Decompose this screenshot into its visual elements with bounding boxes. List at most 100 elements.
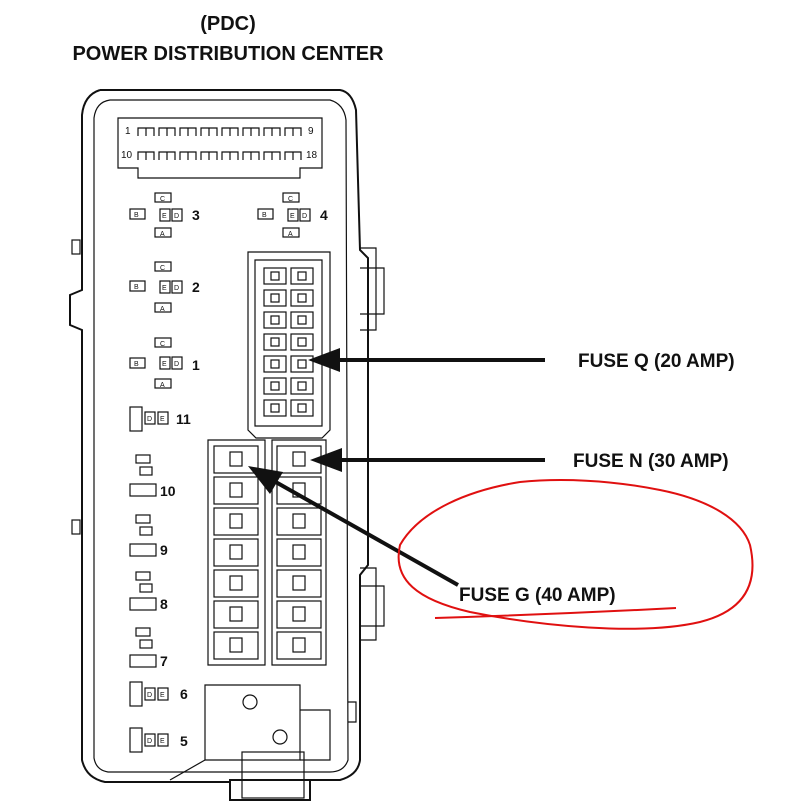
relay-3: C B E D A 3 [129,192,200,238]
cartridge-fuse [229,482,243,498]
relay-number: 5 [180,733,188,749]
fuse-n-arrow [310,448,545,472]
cartridge-fuse-slot [213,445,259,474]
relay-pin-label: D [147,738,152,745]
relay-number: 2 [192,279,200,295]
relay-pin-label: A [160,306,165,313]
cartridge-fuse-slot [213,631,259,660]
cartridge-fuse [229,606,243,622]
mini-fuse [270,271,280,281]
relay-number: 8 [160,596,168,612]
relay-7: 7 [129,627,168,669]
cartridge-fuse [292,637,306,653]
relay-pin-label: E [290,213,295,220]
mini-fuse-slot [290,333,314,351]
cartridge-fuse [292,544,306,560]
mini-fuse-slot [290,289,314,307]
relay-2: C B E D A 2 [129,261,200,313]
mini-fuse-block [247,251,331,439]
mini-fuse-slot [290,377,314,395]
relay-number: 10 [160,483,176,499]
mini-fuse-slot [290,267,314,285]
mini-fuse-slot [263,289,287,307]
mini-fuse [297,359,307,369]
mini-fuse-slot [290,311,314,329]
cartridge-fuse [229,544,243,560]
relay-number: 3 [192,207,200,223]
relay-pin-label: D [174,285,179,292]
relay-number: 7 [160,653,168,669]
cartridge-fuse-slot [276,569,322,598]
mini-fuse-slot [290,399,314,417]
mini-fuse [297,293,307,303]
mini-fuse [270,359,280,369]
mini-fuse [270,403,280,413]
cartridge-fuse-slot [276,538,322,567]
relay-pin-label: E [162,285,167,292]
relay-9: 9 [129,514,168,558]
relay-10: 10 [129,454,176,499]
mini-fuse [297,403,307,413]
relay-pin-label: D [147,416,152,423]
cartridge-fuse [229,451,243,467]
relay-pin-label: C [160,341,165,348]
cartridge-fuse-block-right [271,439,327,666]
mini-fuse [270,381,280,391]
cartridge-fuse [292,513,306,529]
relay-pin-label: C [160,265,165,272]
relay-pin-label: E [160,738,165,745]
mini-fuse [297,315,307,325]
relay-number: 11 [176,411,191,427]
mini-fuse-slot [263,267,287,285]
relay-number: 6 [180,686,188,702]
connector-pin-label: 1 [125,126,131,137]
red-highlight-annotation [397,479,754,630]
relay-number: 9 [160,542,168,558]
relay-pin-label: B [262,212,267,219]
connector-pin-label: 10 [121,150,133,161]
relay-pin-label: B [134,284,139,291]
cartridge-fuse [229,513,243,529]
relay-pin-label: C [288,196,293,203]
fuse-g-arrow [248,466,459,587]
relay-pin-label: D [174,213,179,220]
relay-pin-label: E [162,361,167,368]
relay-pin-label: B [134,212,139,219]
mini-fuse-slot [263,377,287,395]
relay-pin-label: D [174,361,179,368]
relay-pin-label: A [160,382,165,389]
mini-fuse [270,293,280,303]
relay-pin-label: E [162,213,167,220]
mini-fuse [270,337,280,347]
cartridge-fuse-slot [276,631,322,660]
mini-fuse [297,271,307,281]
mini-fuse [297,337,307,347]
relay-pin-label: E [160,416,165,423]
relay-pin-label: E [160,692,165,699]
connector-pin-label: 18 [306,150,318,161]
header-abbreviation: (PDC) [200,13,256,35]
cartridge-fuse [292,575,306,591]
cartridge-fuse [292,451,306,467]
mini-fuse-slot [263,399,287,417]
fuse-q-arrow [308,348,545,372]
cartridge-fuse-slot [213,507,259,536]
relay-number: 4 [320,207,328,223]
header-title: POWER DISTRIBUTION CENTER [72,43,384,65]
connector-pin-label: 9 [308,126,314,137]
cartridge-fuse-slot [276,507,322,536]
pdc-housing [69,89,385,801]
cartridge-fuse-slot [213,569,259,598]
cartridge-fuse [229,637,243,653]
relay-pin-label: A [288,231,293,238]
cartridge-fuse-slot [213,538,259,567]
relay-pin-label: D [302,213,307,220]
mini-fuse [297,381,307,391]
cartridge-fuse [229,575,243,591]
mini-fuse-slot [263,311,287,329]
fuse-n-label: FUSE N (30 AMP) [573,451,729,472]
relay-4: C B E D A 4 [257,192,328,238]
relay-pin-label: D [147,692,152,699]
mini-fuse-slot [290,355,314,373]
